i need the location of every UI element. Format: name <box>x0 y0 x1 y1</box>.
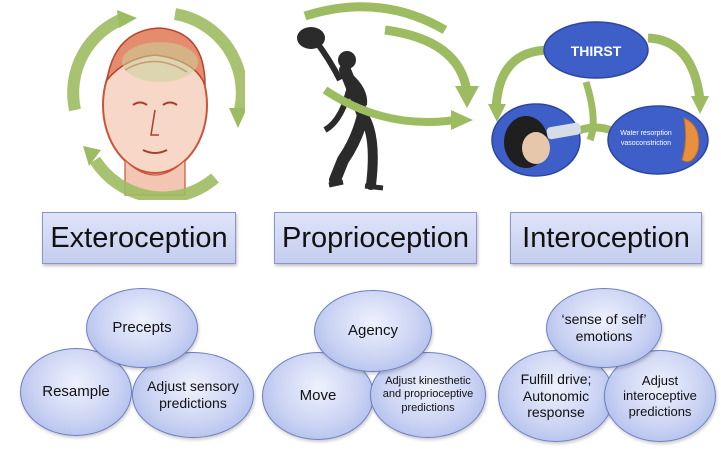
venn-left-label: Fulfill drive; Autonomic response <box>507 371 605 421</box>
proprioception-venn: Move Adjust kinesthetic and propriocepti… <box>262 288 492 448</box>
interoception-illustration: THIRST Water resorption vasoconstriction <box>488 0 716 200</box>
proprioception-title-box: Proprioception <box>274 212 477 264</box>
head-sketch-image <box>55 0 245 200</box>
proprioception-title: Proprioception <box>282 222 469 255</box>
venn-top-label: Precepts <box>112 319 171 337</box>
interoception-title: Interoception <box>522 222 690 255</box>
thirst-cycle-diagram: THIRST Water resorption vasoconstriction <box>488 0 716 200</box>
venn-top-label: ‘sense of self’ emotions <box>557 311 651 345</box>
venn-left-label: Move <box>300 387 337 405</box>
discus-thrower-image <box>285 0 485 200</box>
venn-circle-top: Agency <box>314 290 432 372</box>
venn-right-label: Adjust sensory predictions <box>139 378 247 412</box>
exteroception-title: Exteroception <box>50 222 227 255</box>
water-resorption-label: Water resorption <box>620 130 672 137</box>
thirst-label: THIRST <box>571 43 622 59</box>
exteroception-illustration <box>55 0 245 200</box>
venn-circle-top: Precepts <box>86 288 198 368</box>
venn-right-label: Adjust interoceptive predictions <box>613 373 707 420</box>
interoception-title-box: Interoception <box>510 212 702 264</box>
proprioception-illustration <box>285 0 485 200</box>
exteroception-venn: Resample Adjust sensory predictions Prec… <box>20 288 260 448</box>
exteroception-title-box: Exteroception <box>42 212 236 264</box>
vasoconstriction-label: vasoconstriction <box>621 140 671 147</box>
venn-left-label: Resample <box>42 383 110 401</box>
venn-circle-top: ‘sense of self’ emotions <box>546 288 662 368</box>
venn-top-label: Agency <box>348 322 398 340</box>
interoception-venn: Fulfill drive; Autonomic response Adjust… <box>498 288 720 448</box>
venn-right-label: Adjust kinesthetic and proprioceptive pr… <box>377 375 479 415</box>
